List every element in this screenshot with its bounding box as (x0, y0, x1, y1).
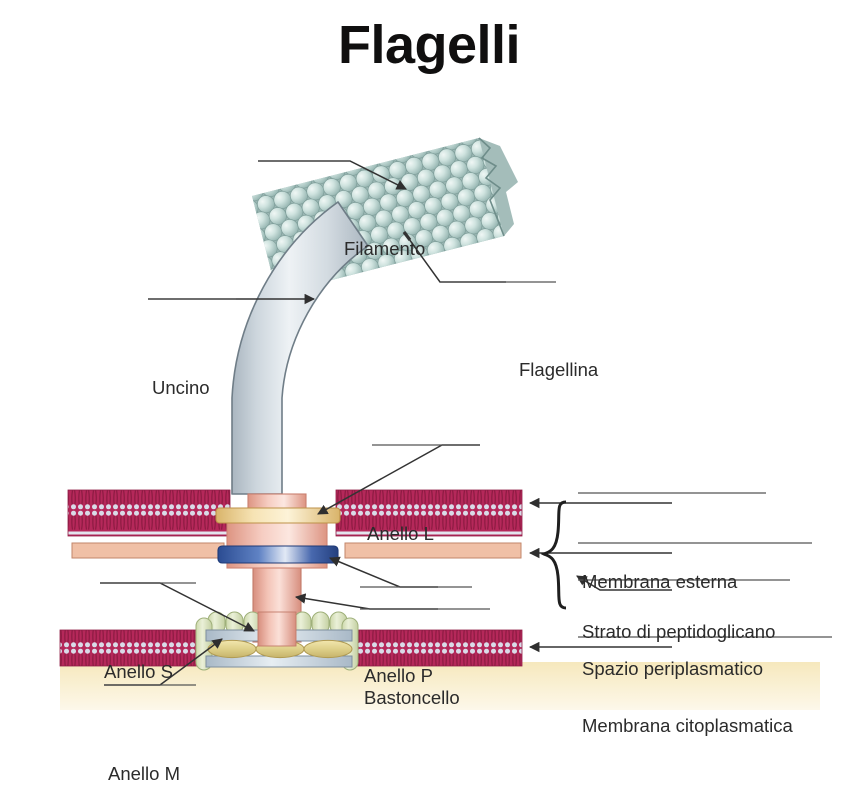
page-title: Flagelli (337, 15, 521, 75)
cell-envelope (59, 489, 820, 710)
leader-bastoncello (294, 593, 438, 610)
label-uncino: Uncino (152, 377, 210, 398)
cytoplasm-region (60, 662, 820, 710)
motor-complex (195, 611, 359, 671)
label-bastoncello: Bastoncello (364, 687, 460, 708)
leader-spazio-periplasmatico (576, 575, 672, 591)
ring-L (215, 507, 341, 524)
label-strato-di-peptidoglicano: Strato di peptidoglicano (582, 621, 776, 642)
label-membrana-citoplasmatica: Membrana citoplasmatica (582, 715, 793, 736)
label-anello-l: Anello L (367, 523, 434, 544)
basal-body (195, 493, 359, 671)
outer-membrane (67, 489, 523, 537)
brace-periplasm (540, 500, 567, 610)
label-spazio-periplasmatico: Spazio periplasmatico (582, 658, 763, 679)
ring-P (217, 545, 339, 564)
flagellum-diagram-svg (59, 137, 832, 710)
leader-flagellina-tick (402, 231, 412, 241)
rod-through-motor (257, 611, 297, 647)
leader-anello-p (329, 556, 438, 588)
label-membrana-esterna: Membrana esterna (582, 571, 738, 592)
label-anello-p: Anello P (364, 665, 433, 686)
label-anello-m: Anello M (108, 763, 180, 784)
hook (231, 201, 369, 495)
label-flagellina: Flagellina (519, 359, 599, 380)
cytoplasmic-membrane (59, 629, 523, 667)
label-anello-s: Anello S (104, 661, 173, 682)
label-filamento: Filamento (344, 238, 426, 259)
label-underlines (100, 160, 832, 686)
flagellum-diagram: Filamento Flagellina Uncino Anello L Ane… (0, 96, 858, 784)
